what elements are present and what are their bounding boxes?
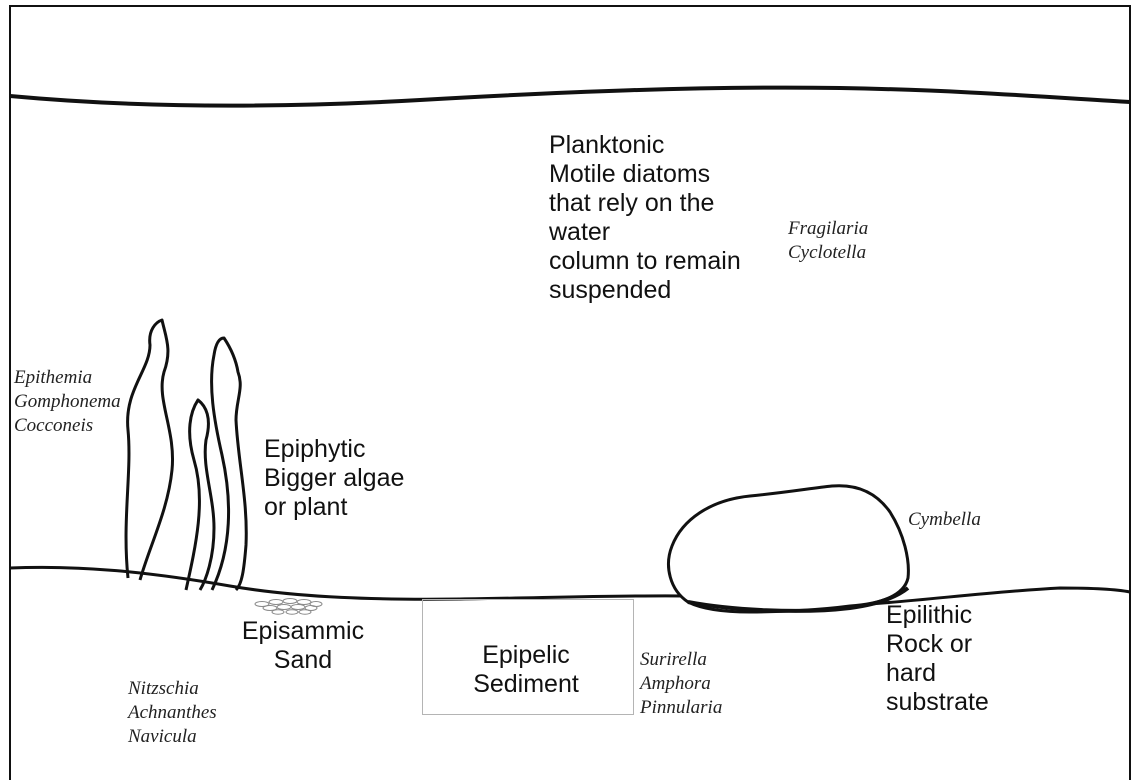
episammic-genera: Nitzschia Achnanthes Navicula xyxy=(128,677,217,749)
epipelic-label: Epipelic Sediment xyxy=(450,641,602,699)
episammic-line: Sand xyxy=(228,646,378,675)
planktonic-line: Motile diatoms xyxy=(549,160,741,189)
planktonic-line: that rely on the xyxy=(549,189,741,218)
planktonic-line: column to remain xyxy=(549,247,741,276)
genus-name: Cocconeis xyxy=(14,414,121,438)
epipelic-line: Sediment xyxy=(450,670,602,699)
genus-name: Epithemia xyxy=(14,366,121,390)
epipelic-genera: Surirella Amphora Pinnularia xyxy=(640,648,722,720)
genus-name: Surirella xyxy=(640,648,722,672)
water-surface-line xyxy=(10,88,1130,106)
genus-name: Cymbella xyxy=(908,508,981,532)
genus-name: Nitzschia xyxy=(128,677,217,701)
genus-name: Navicula xyxy=(128,725,217,749)
episammic-line: Episammic xyxy=(228,617,378,646)
rock xyxy=(669,486,909,612)
epiphytic-genera: Epithemia Gomphonema Cocconeis xyxy=(14,366,121,438)
epilithic-line: Epilithic xyxy=(886,601,989,630)
epipelic-line: Epipelic xyxy=(450,641,602,670)
planktonic-label: Planktonic Motile diatoms that rely on t… xyxy=(549,131,741,305)
planktonic-line: water xyxy=(549,218,741,247)
aquatic-plant xyxy=(126,320,246,590)
genus-name: Gomphonema xyxy=(14,390,121,414)
epiphytic-line: Bigger algae xyxy=(264,464,404,493)
plant-blade-middle xyxy=(186,400,214,590)
epilithic-line: Rock or xyxy=(886,630,989,659)
epilithic-line: hard xyxy=(886,659,989,688)
epiphytic-line: Epiphytic xyxy=(264,435,404,464)
genus-name: Pinnularia xyxy=(640,696,722,720)
sand-grains xyxy=(255,599,322,615)
epiphytic-line: or plant xyxy=(264,493,404,522)
plant-blade-right xyxy=(212,338,247,590)
planktonic-genera: Fragilaria Cyclotella xyxy=(788,217,868,265)
planktonic-line: suspended xyxy=(549,276,741,305)
plant-blade-left xyxy=(126,320,173,580)
epilithic-label: Epilithic Rock or hard substrate xyxy=(886,601,989,717)
epiphytic-label: Epiphytic Bigger algae or plant xyxy=(264,435,404,522)
genus-name: Fragilaria xyxy=(788,217,868,241)
genus-name: Achnanthes xyxy=(128,701,217,725)
genus-name: Amphora xyxy=(640,672,722,696)
genus-name: Cyclotella xyxy=(788,241,868,265)
epilithic-line: substrate xyxy=(886,688,989,717)
episammic-label: Episammic Sand xyxy=(228,617,378,675)
epilithic-genera: Cymbella xyxy=(908,508,981,532)
planktonic-line: Planktonic xyxy=(549,131,741,160)
